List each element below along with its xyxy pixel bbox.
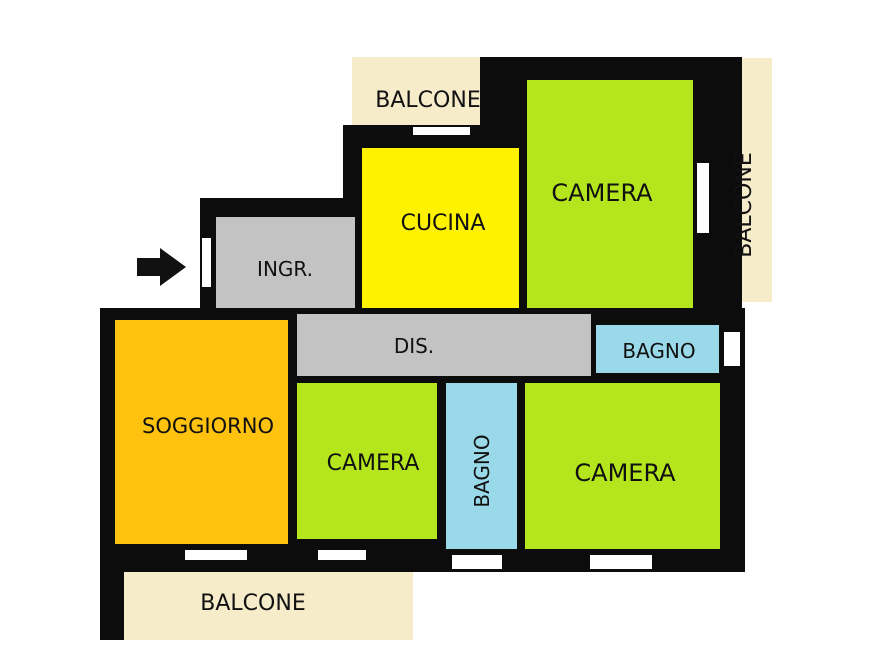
windows <box>185 127 740 569</box>
label-bathroom-right: BAGNO <box>622 339 695 363</box>
arrow-right-icon <box>137 248 186 286</box>
label-kitchen: CUCINA <box>401 211 486 236</box>
bedroom-middle <box>297 383 437 539</box>
window-kitchen <box>413 127 470 135</box>
bathroom-small <box>446 383 517 549</box>
bathroom-right <box>596 325 719 373</box>
window-bedroom-top <box>697 163 709 233</box>
label-bedroom-top: CAMERA <box>551 179 653 207</box>
bedroom-top <box>527 80 693 308</box>
label-living-room: SOGGIORNO <box>142 414 274 438</box>
window-entrance <box>202 238 211 287</box>
window-bathroom-small <box>452 555 502 569</box>
entrance <box>216 217 355 308</box>
bedroom-right <box>525 383 720 549</box>
label-corridor: DIS. <box>394 334 434 358</box>
label-balcony-top: BALCONE <box>375 88 480 113</box>
balcony-bottom <box>122 562 413 640</box>
label-bathroom-small: BAGNO <box>470 434 494 507</box>
balcony-top <box>352 57 502 127</box>
living-room <box>115 320 288 544</box>
window-bathroom-right <box>724 332 740 366</box>
kitchen <box>362 148 519 308</box>
label-entrance: INGR. <box>257 257 313 281</box>
corridor <box>297 314 591 376</box>
window-bedroom-middle <box>318 550 366 560</box>
label-bedroom-middle: CAMERA <box>327 451 420 476</box>
window-living-room <box>185 550 247 560</box>
window-bedroom-right <box>590 555 652 569</box>
label-balcony-bottom: BALCONE <box>200 591 305 616</box>
label-bedroom-right: CAMERA <box>574 459 676 487</box>
label-balcony-right: BALCONE <box>732 152 757 257</box>
